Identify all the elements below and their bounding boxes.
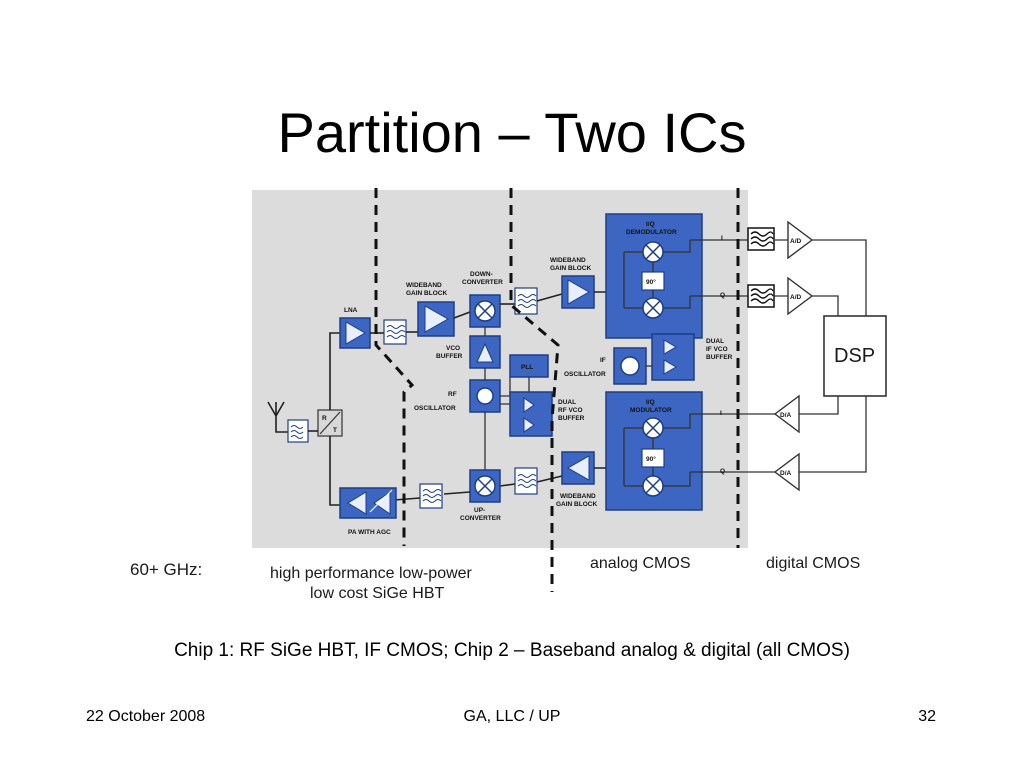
vco-buffer-line2: BUFFER bbox=[436, 353, 463, 360]
pa-with-agc-label: PA WITH AGC bbox=[348, 529, 391, 536]
tx-filter-1-icon bbox=[514, 467, 538, 495]
iq-demodulator-line1: I/Q bbox=[646, 221, 655, 228]
demod-i-output-label: I bbox=[721, 235, 723, 242]
lna-block: LNA bbox=[339, 307, 371, 349]
mod-i-input-label: I bbox=[720, 410, 722, 417]
lna-label: LNA bbox=[344, 307, 358, 314]
up-converter-mixer: UP- CONVERTER bbox=[460, 469, 501, 522]
slide-caption: Chip 1: RF SiGe HBT, IF CMOS; Chip 2 – B… bbox=[174, 640, 850, 661]
if-oscillator-block: IF OSCILLATOR bbox=[564, 347, 647, 385]
ad-filter-2-icon bbox=[747, 284, 775, 308]
antenna-filter-icon bbox=[287, 419, 309, 443]
da-converter-i-label: D/A bbox=[780, 412, 792, 419]
up-converter-line1: UP- bbox=[474, 507, 485, 514]
ad-filter-1-icon bbox=[747, 227, 775, 251]
dual-if-vco-line2: IF VCO bbox=[706, 346, 728, 353]
wideband-gain-block-3-line1: WIDEBAND bbox=[560, 493, 596, 500]
rf-oscillator-line2: OSCILLATOR bbox=[414, 405, 456, 412]
iq-modulator-line2: MODULATOR bbox=[630, 407, 672, 414]
da-converter-i: D/A bbox=[773, 394, 800, 434]
rf-oscillator-line1: RF bbox=[448, 391, 457, 398]
da-converter-q: D/A bbox=[773, 452, 800, 492]
footer-organization: GA, LLC / UP bbox=[463, 708, 561, 725]
down-converter-line2: CONVERTER bbox=[462, 279, 503, 286]
dsp-label: DSP bbox=[834, 345, 875, 367]
iq-demodulator-block: I/Q DEMODULATOR 90° bbox=[605, 213, 703, 339]
down-converter-line1: DOWN- bbox=[470, 271, 493, 278]
dual-if-vco-line3: BUFFER bbox=[706, 354, 733, 361]
wideband-gain-block-3-line2: GAIN BLOCK bbox=[556, 501, 597, 508]
transceiver-block-diagram: R T LNA WIDEBAND GAIN BLOCK DOWN- CONVER… bbox=[130, 188, 887, 602]
antenna-icon bbox=[267, 401, 288, 433]
vco-buffer-line1: VCO bbox=[446, 345, 460, 352]
wideband-gain-block-2-line1: WIDEBAND bbox=[550, 257, 586, 264]
pll-block: PLL bbox=[509, 354, 549, 378]
analog-cmos-label: analog CMOS bbox=[590, 555, 691, 572]
mod-q-input-label: Q bbox=[720, 468, 725, 475]
dual-rf-vco-line3: BUFFER bbox=[558, 415, 585, 422]
da-converter-q-label: D/A bbox=[780, 470, 792, 477]
ad-converter-q: A/D bbox=[787, 276, 814, 316]
footer-page-number: 32 bbox=[918, 708, 936, 725]
if-oscillator-line2: OSCILLATOR bbox=[564, 371, 606, 378]
demod-q-output-label: Q bbox=[720, 292, 725, 299]
partition-line-2 bbox=[509, 188, 560, 592]
if-oscillator-line1: IF bbox=[600, 357, 606, 364]
tx-filter-2-icon bbox=[419, 483, 443, 509]
dual-rf-vco-line1: DUAL bbox=[558, 399, 576, 406]
wideband-gain-block-3: WIDEBAND GAIN BLOCK bbox=[556, 451, 597, 508]
ad-converter-q-label: A/D bbox=[790, 294, 802, 301]
dual-rf-vco-buffer-block: DUAL RF VCO BUFFER bbox=[509, 391, 585, 437]
hbt-label-line1: high performance low-power bbox=[270, 565, 473, 582]
vco-buffer-block: VCO BUFFER bbox=[436, 335, 501, 369]
dual-if-vco-line1: DUAL bbox=[706, 338, 724, 345]
up-converter-line2: CONVERTER bbox=[460, 515, 501, 522]
rx-filter-1-icon bbox=[383, 319, 407, 345]
down-converter-mixer: DOWN- CONVERTER bbox=[462, 271, 503, 328]
digital-cmos-label: digital CMOS bbox=[766, 555, 860, 572]
footer-date: 22 October 2008 bbox=[86, 708, 206, 725]
iq-demodulator-line2: DEMODULATOR bbox=[626, 229, 677, 236]
hbt-label-line2: low cost SiGe HBT bbox=[310, 585, 444, 602]
iq-modulator-phase-label: 90° bbox=[646, 455, 656, 463]
dsp-block: DSP bbox=[823, 315, 887, 397]
ad-converter-i-label: A/D bbox=[790, 238, 802, 245]
pll-label: PLL bbox=[521, 364, 533, 371]
slide-title: Partition – Two ICs bbox=[277, 101, 747, 164]
wideband-gain-block-2-line2: GAIN BLOCK bbox=[550, 265, 591, 272]
frequency-label: 60+ GHz: bbox=[130, 560, 202, 579]
dual-rf-vco-line2: RF VCO bbox=[558, 407, 583, 414]
iq-modulator-block: I/Q MODULATOR 90° bbox=[605, 391, 703, 511]
wideband-gain-block-1-line1: WIDEBAND bbox=[406, 282, 442, 289]
wideband-gain-block-1-line2: GAIN BLOCK bbox=[406, 290, 447, 297]
ad-converter-i: A/D bbox=[787, 220, 814, 260]
iq-demodulator-phase-label: 90° bbox=[646, 278, 656, 286]
dual-if-vco-buffer-block: DUAL IF VCO BUFFER bbox=[651, 333, 733, 381]
rt-switch: R T bbox=[317, 409, 343, 437]
pa-with-agc-block: PA WITH AGC bbox=[339, 487, 397, 536]
wideband-gain-block-2: WIDEBAND GAIN BLOCK bbox=[550, 257, 595, 309]
iq-modulator-line1: I/Q bbox=[646, 399, 655, 406]
rt-switch-r-label: R bbox=[322, 415, 327, 422]
partition-line-1 bbox=[374, 188, 415, 546]
wideband-gain-block-1: WIDEBAND GAIN BLOCK bbox=[406, 282, 455, 337]
rt-switch-t-label: T bbox=[333, 427, 337, 434]
